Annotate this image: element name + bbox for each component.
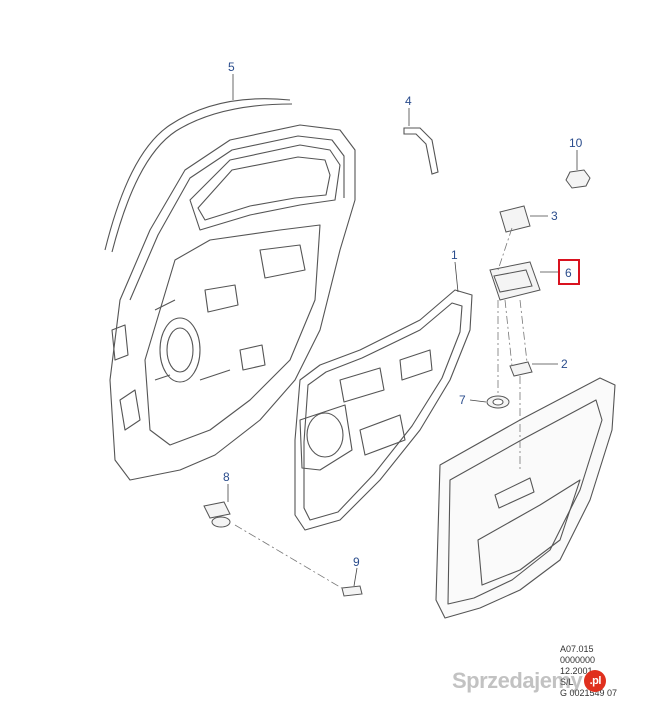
- watermark-text: Sprzedajemy: [452, 668, 583, 693]
- reference-line-3: 12.2001: [560, 666, 593, 676]
- callout-2: 2: [561, 357, 568, 371]
- callout-1: 1: [451, 248, 458, 262]
- callout-6-highlight-box: [558, 259, 580, 285]
- clip-part-10: [565, 169, 591, 189]
- part-2: [509, 361, 533, 377]
- plate-part-3: [499, 205, 531, 233]
- reference-line-1: A07.015: [560, 644, 594, 654]
- weatherstrip: [104, 98, 293, 253]
- watermark: Sprzedajemy.pl: [452, 668, 607, 694]
- callout-9: 9: [353, 555, 360, 569]
- screw-part-9: [341, 585, 363, 597]
- callout-6: 6: [565, 266, 572, 280]
- callout-10: 10: [569, 136, 583, 150]
- reference-line-2: 0000000: [560, 655, 596, 665]
- switch-part-6: [489, 261, 541, 301]
- reference-line-4: S/L: [560, 677, 574, 687]
- callout-4: 4: [405, 94, 412, 108]
- watermark-badge: .pl: [584, 670, 607, 692]
- callout-labels: 5 4 10 3 1 6 2 7 8 9: [223, 60, 583, 569]
- callout-5: 5: [228, 60, 235, 74]
- reference-line-5: G 0021549 07: [560, 688, 618, 698]
- leader-lines: [227, 74, 578, 587]
- callout-7: 7: [459, 393, 466, 407]
- door-shell: [109, 124, 356, 481]
- part-7: [486, 395, 510, 409]
- reference-code-block: A07.015 0000000 12.2001 S/L G 0021549 07: [560, 644, 617, 699]
- part-8: [203, 501, 231, 528]
- callout-3: 3: [551, 209, 558, 223]
- inner-panel-part-1: [294, 289, 473, 531]
- bracket-part-4: [403, 127, 439, 175]
- alignment-lines: [234, 227, 528, 591]
- callout-8: 8: [223, 470, 230, 484]
- trim-panel: [435, 377, 616, 619]
